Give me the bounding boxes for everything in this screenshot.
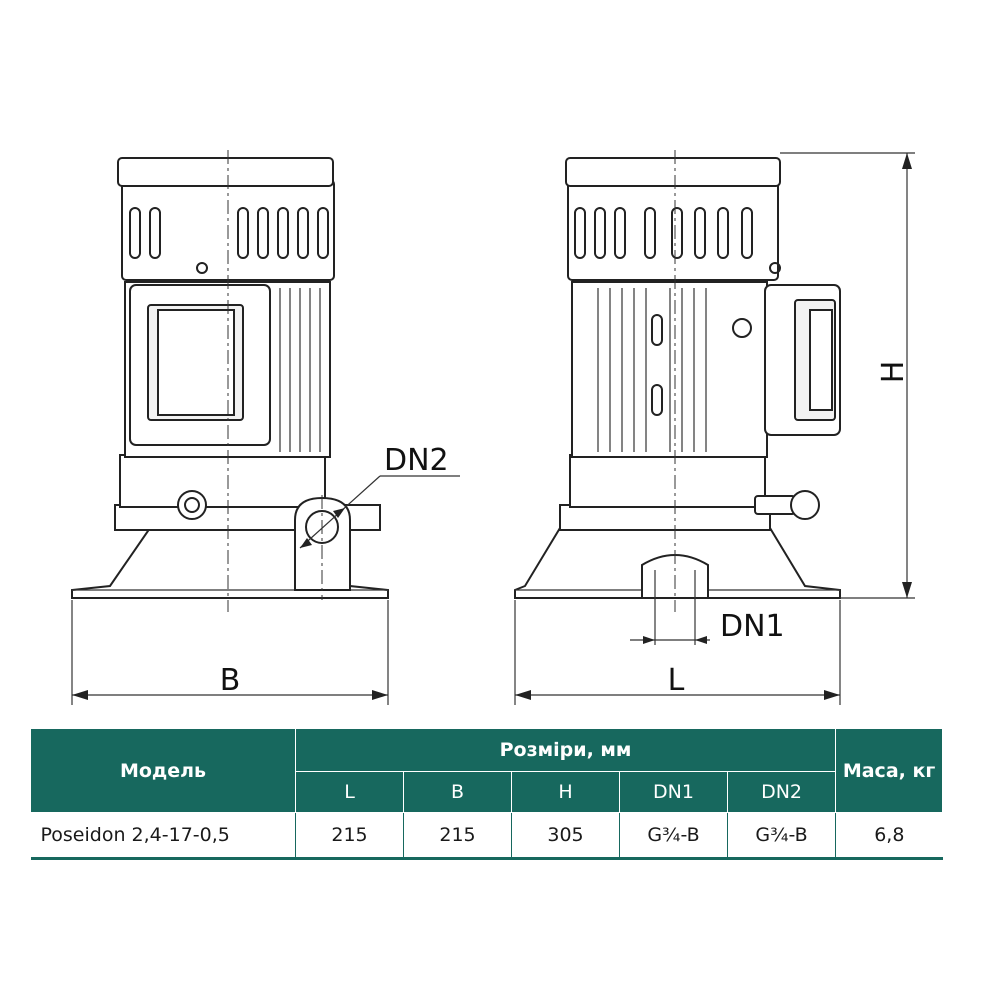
header-mass: Маса, кг xyxy=(835,728,944,813)
header-col-dn2: DN2 xyxy=(726,771,837,813)
cell-mass: 6,8 xyxy=(835,812,943,860)
cell-dn2: G¾-B xyxy=(727,812,837,860)
cell-h: 305 xyxy=(511,812,620,860)
header-col-b: B xyxy=(403,771,512,813)
cell-model: Poseidon 2,4-17-0,5 xyxy=(30,812,296,860)
label-dn1: DN1 xyxy=(720,609,785,644)
header-col-dn1: DN1 xyxy=(619,771,728,813)
cell-dn1: G¾-B xyxy=(619,812,728,860)
spec-table: Модель Розміри, мм Маса, кг L B H DN1 DN… xyxy=(30,728,944,860)
pump-front-view xyxy=(71,150,460,705)
cell-l: 215 xyxy=(295,812,404,860)
header-model: Модель xyxy=(30,728,296,813)
label-h: H xyxy=(876,361,911,384)
header-col-h: H xyxy=(511,771,620,813)
header-col-l: L xyxy=(295,771,404,813)
pump-side-view xyxy=(514,150,915,705)
header-dimensions: Розміри, мм xyxy=(294,728,837,772)
label-b: B xyxy=(220,663,241,698)
table-row: Poseidon 2,4-17-0,5 215 215 305 G¾-B G¾-… xyxy=(30,812,943,860)
cell-b: 215 xyxy=(403,812,512,860)
label-l: L xyxy=(668,663,685,698)
label-dn2: DN2 xyxy=(384,443,449,478)
technical-drawing: DN2 DN1 H B L xyxy=(71,150,915,705)
